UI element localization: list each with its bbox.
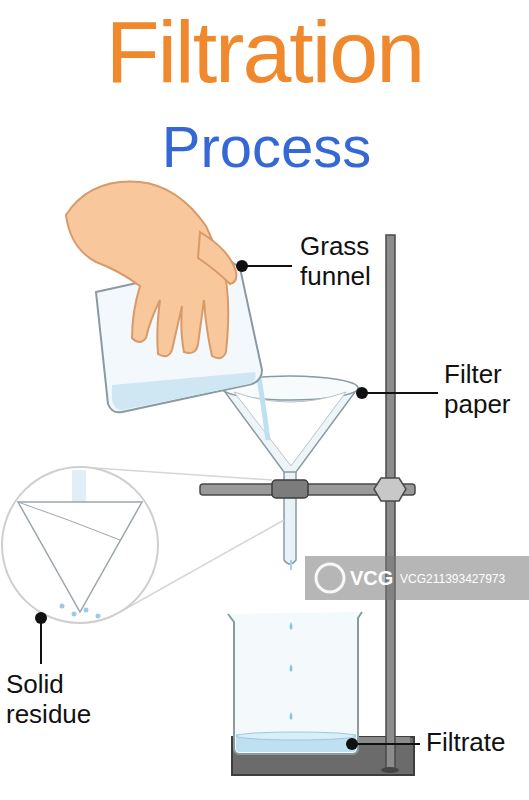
water-drop	[290, 622, 293, 630]
water-drop	[290, 712, 293, 720]
zoom-drop	[60, 604, 65, 609]
stand-rod	[386, 235, 395, 770]
pour-stream	[258, 372, 268, 440]
zoom-cone	[18, 502, 142, 612]
hand	[66, 182, 228, 359]
leader-dot	[356, 387, 368, 399]
watermark-id: VCG211393427973	[400, 573, 525, 585]
funnel-clamp	[272, 480, 308, 498]
zoom-drop	[72, 612, 77, 617]
leader-line	[242, 265, 292, 267]
filter-paper	[234, 392, 346, 466]
leader-line	[352, 743, 420, 745]
leader-dot	[346, 738, 358, 750]
zoom-drop	[84, 608, 89, 613]
zoom-drop	[96, 614, 101, 619]
watermark-band	[305, 556, 529, 600]
leader-dot	[35, 612, 47, 624]
part-label: Filtrate	[426, 728, 526, 758]
zoom-paper-fold	[18, 502, 120, 540]
water-drop	[290, 664, 293, 672]
watermark-logo	[316, 564, 344, 592]
title: Filtration	[0, 8, 529, 96]
filtrate-surface	[236, 732, 356, 740]
part-label: Filter paper	[444, 360, 526, 420]
leader-line	[362, 392, 438, 394]
part-label: Grass funnel	[300, 232, 395, 292]
thumb	[198, 232, 236, 284]
rod-foot	[381, 767, 399, 773]
subtitle: Process	[2, 118, 529, 176]
leader-dot	[236, 260, 248, 272]
magnifier-circle	[2, 467, 158, 623]
part-label: Solid residue	[6, 670, 116, 730]
drip	[290, 560, 292, 570]
leader-line	[40, 618, 42, 664]
beaker-liquid	[112, 372, 256, 410]
clamp-boss	[374, 478, 406, 501]
receiving-beaker	[228, 612, 362, 754]
watermark: VCG	[350, 568, 400, 588]
